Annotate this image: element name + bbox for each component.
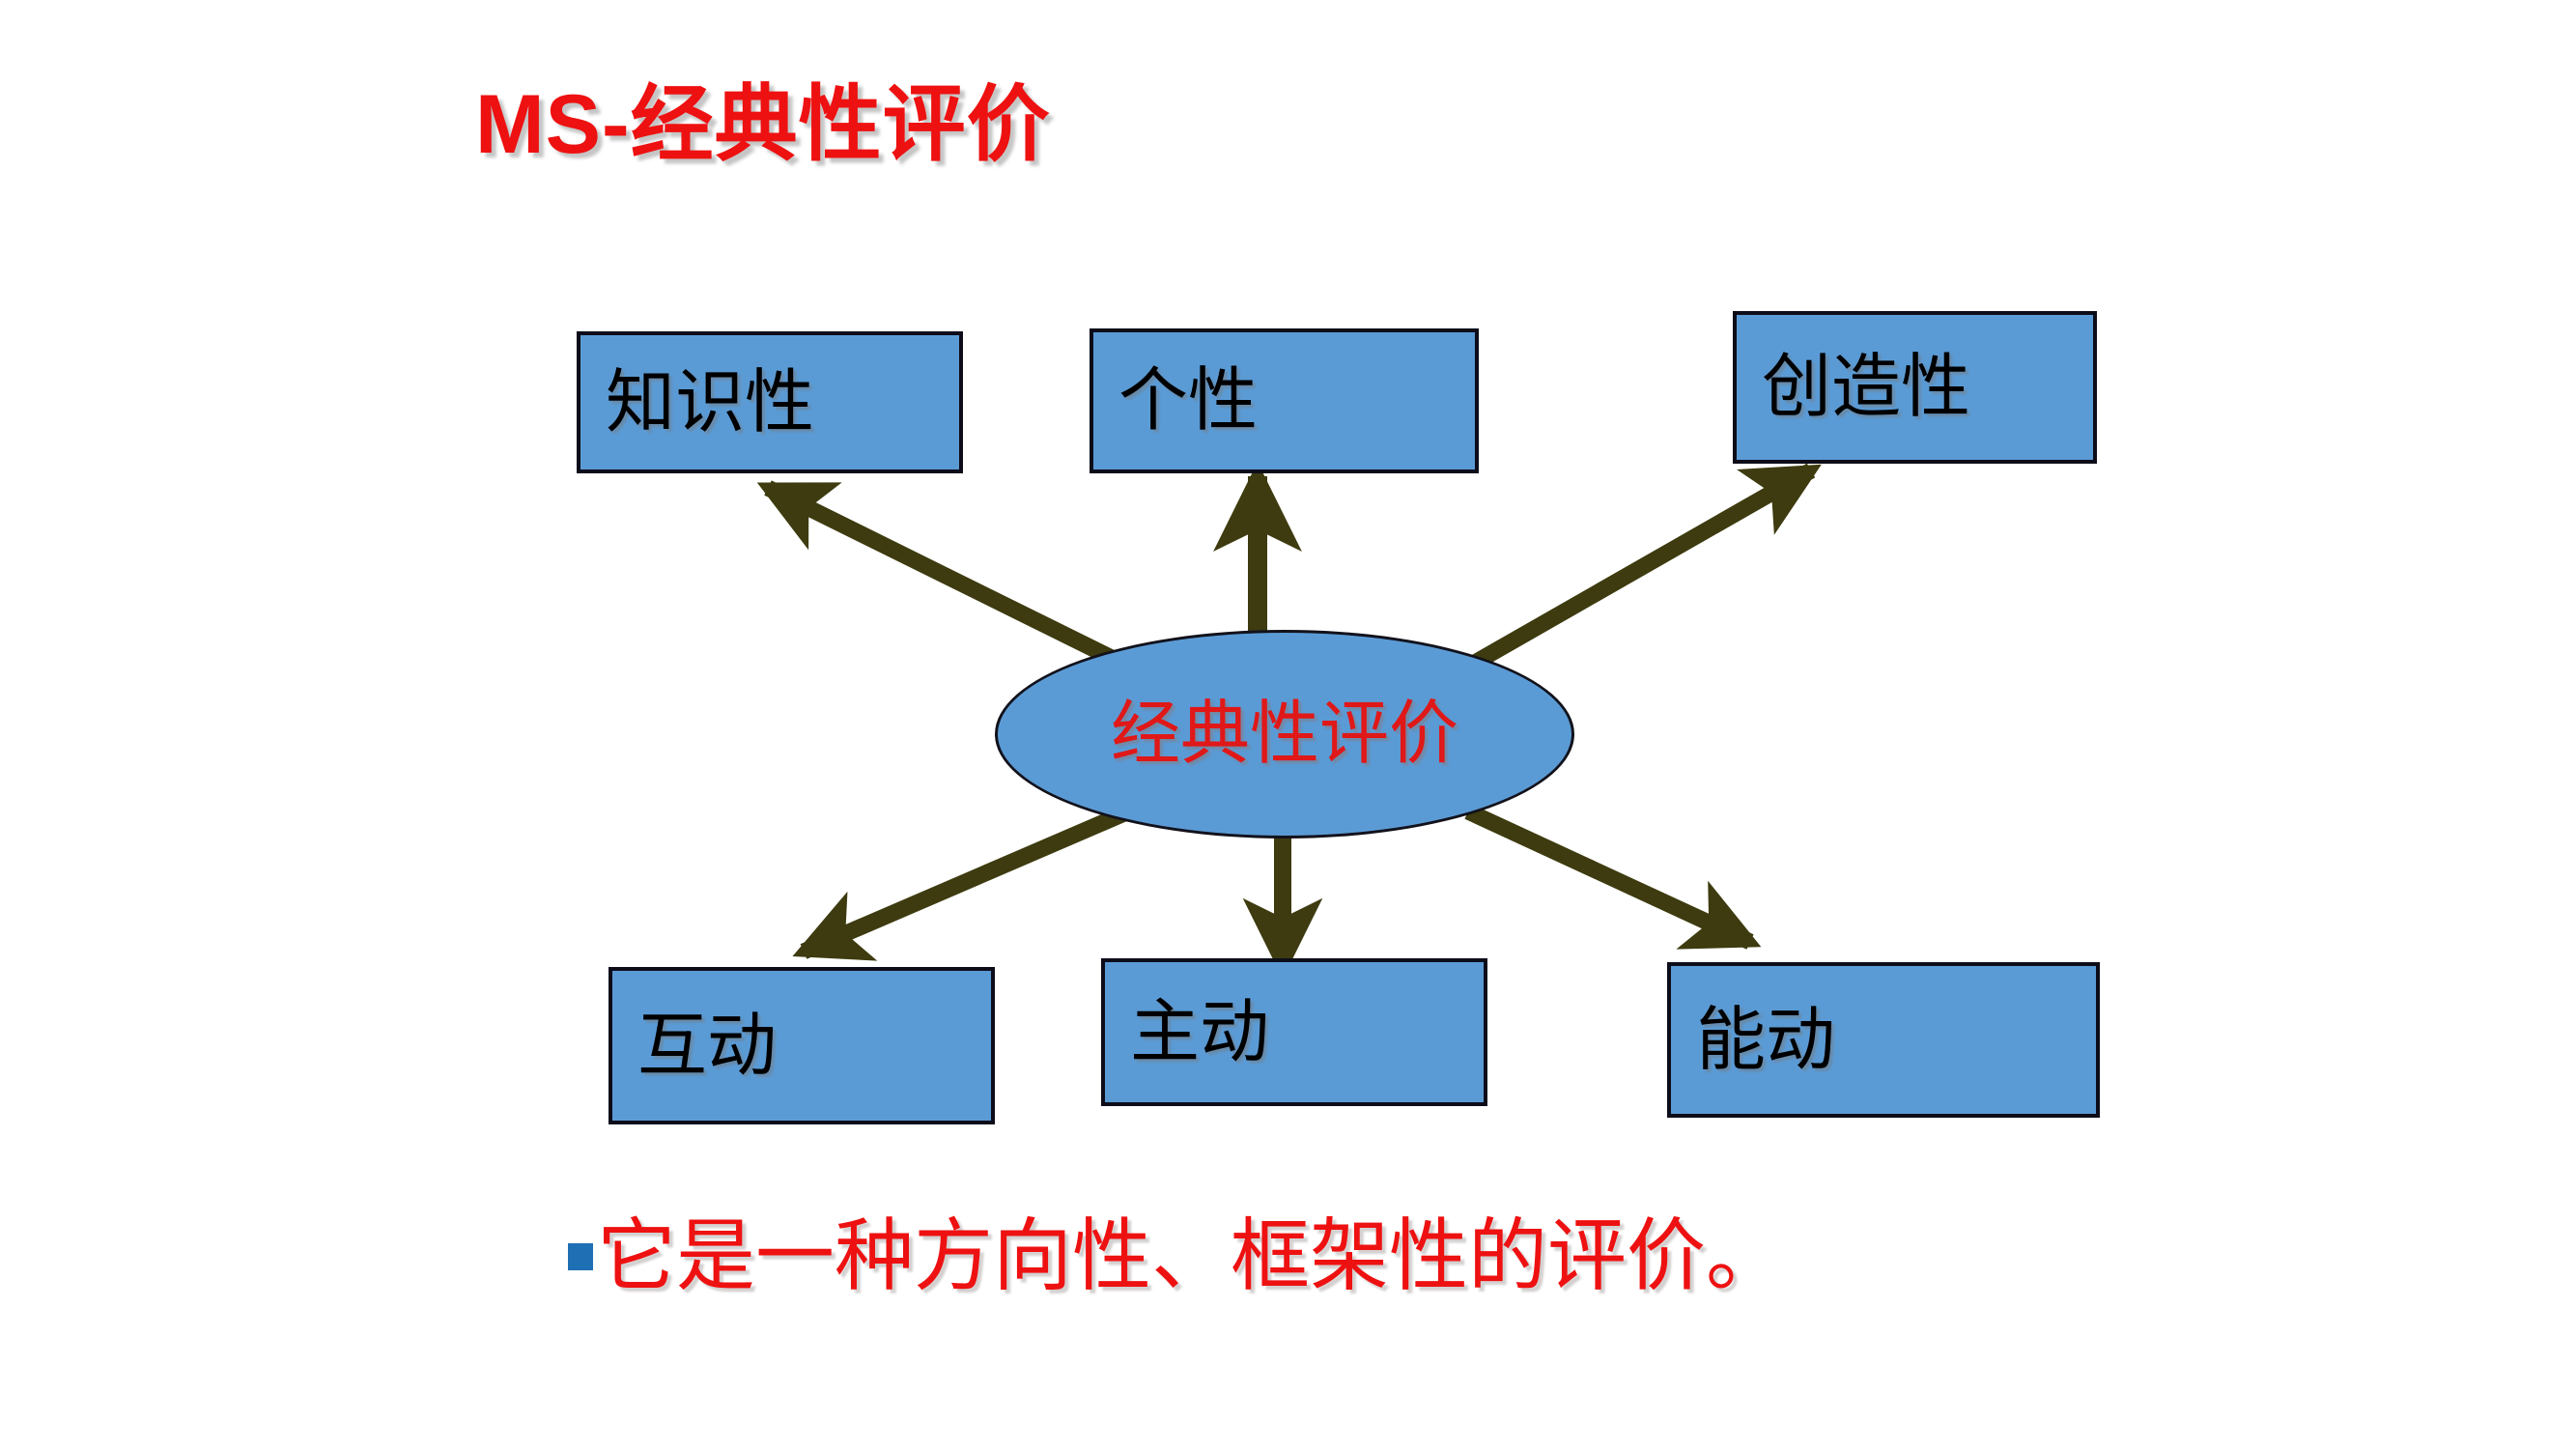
node-label-dynamic: 能动 [1696, 1001, 1836, 1079]
center-node-label: 经典性评价 [1110, 696, 1458, 773]
connector-center-to-knowledge [756, 480, 1129, 672]
node-label-individual: 个性 [1118, 362, 1259, 440]
bullet-text: 它是一种方向性、框架性的评价。 [597, 1212, 1786, 1300]
page-title-han: 经典性评价 [630, 78, 1051, 171]
node-box-individual[interactable]: 个性 [1090, 328, 1479, 473]
square-bullet-icon [568, 1243, 593, 1271]
node-label-knowledge: 知识性 [606, 363, 815, 441]
node-label-interactive: 互动 [637, 1007, 778, 1085]
node-box-proactive[interactable]: 主动 [1101, 958, 1487, 1106]
connector-center-to-dynamic [1464, 804, 1762, 950]
node-label-creative: 创造性 [1762, 349, 1971, 426]
bullet-line: 它是一种方向性、框架性的评价。 [568, 1212, 1786, 1300]
connector-center-to-creative [1463, 463, 1822, 674]
center-node-classical-evaluation[interactable]: 经典性评价 [995, 630, 1574, 839]
node-box-knowledge[interactable]: 知识性 [577, 331, 963, 473]
connector-center-to-interactive [792, 800, 1142, 961]
page-title-latin: MS- [475, 78, 631, 171]
page-title: MS-经典性评价 [475, 77, 1051, 173]
node-label-proactive: 主动 [1130, 993, 1270, 1071]
node-box-creative[interactable]: 创造性 [1733, 311, 2097, 464]
node-box-dynamic[interactable]: 能动 [1667, 962, 2100, 1118]
node-box-interactive[interactable]: 互动 [609, 967, 995, 1124]
